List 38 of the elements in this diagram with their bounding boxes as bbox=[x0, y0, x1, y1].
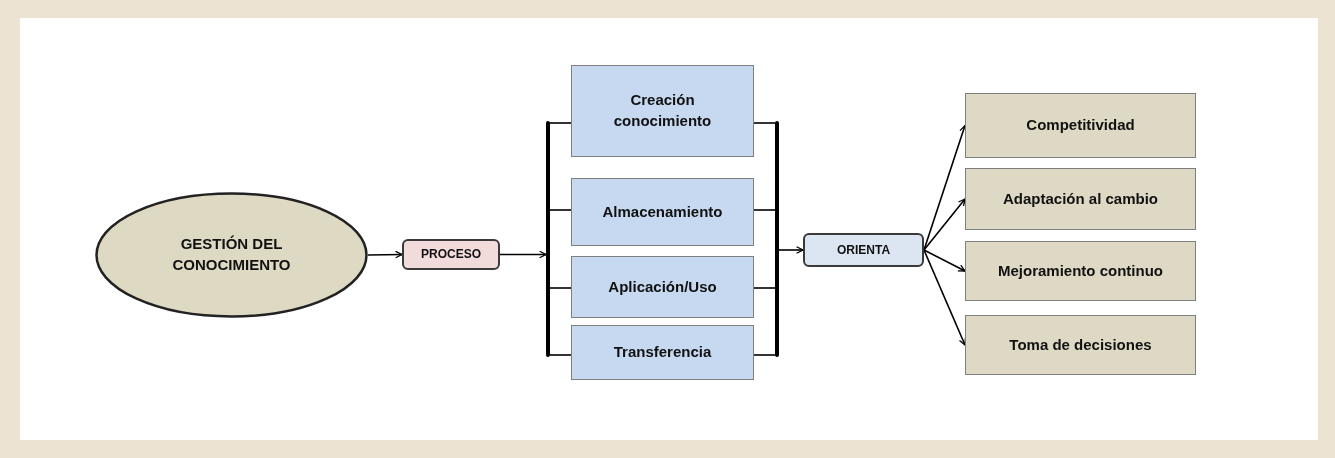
process-box bbox=[571, 325, 754, 380]
arrow bbox=[923, 249, 967, 346]
process-box bbox=[571, 65, 754, 157]
arrow bbox=[499, 250, 547, 259]
connector-line bbox=[549, 354, 572, 356]
node-label: Aplicación/Uso bbox=[607, 276, 718, 297]
outcome-box bbox=[965, 93, 1196, 158]
process-box bbox=[402, 239, 500, 270]
arrow bbox=[923, 249, 966, 272]
bracket-bar bbox=[546, 121, 550, 357]
node-label: Adaptación al cambio bbox=[1001, 188, 1159, 209]
outcome-box bbox=[965, 315, 1196, 375]
connector-line bbox=[549, 122, 572, 124]
arrow bbox=[923, 124, 967, 251]
connector-line bbox=[753, 354, 776, 356]
node-label: Almacenamiento bbox=[601, 201, 724, 222]
node-label: Mejoramiento continuo bbox=[997, 260, 1164, 281]
process-box bbox=[571, 256, 754, 318]
node-label: Transferencia bbox=[612, 342, 713, 363]
connector-line bbox=[549, 209, 572, 211]
connector-line bbox=[753, 122, 776, 124]
connector-line bbox=[549, 287, 572, 289]
bracket-bar bbox=[775, 121, 779, 357]
arrow bbox=[778, 246, 804, 254]
connector-line bbox=[753, 287, 776, 289]
node-label: Competitividad bbox=[1025, 115, 1136, 136]
arrow bbox=[923, 198, 966, 251]
connector-line bbox=[753, 209, 776, 211]
node-label: Creación conocimiento bbox=[612, 90, 713, 131]
node-label: GESTIÓN DEL CONOCIMIENTO bbox=[171, 234, 292, 275]
node-label: ORIENTA bbox=[835, 241, 892, 259]
node-label: PROCESO bbox=[420, 246, 482, 263]
node-label: Toma de decisiones bbox=[1008, 334, 1153, 355]
process-box bbox=[803, 233, 924, 267]
arrow bbox=[367, 250, 403, 259]
process-box bbox=[571, 178, 754, 246]
outcome-box bbox=[965, 168, 1196, 230]
outcome-box bbox=[965, 241, 1196, 301]
